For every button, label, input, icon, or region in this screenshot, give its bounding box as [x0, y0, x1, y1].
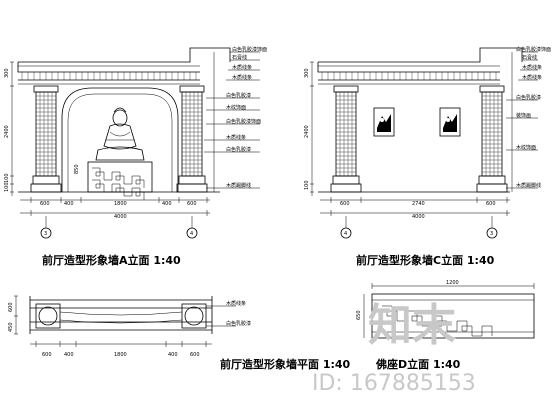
title-seat: 佛座D立面 1:40 — [375, 357, 461, 371]
dim-a-total: 4000 — [114, 214, 127, 220]
note-a-0: 白色乳胶漆饰面 — [232, 46, 267, 53]
painting-left — [373, 107, 395, 137]
axis-c-right: 3 — [490, 231, 493, 237]
note-c-5: 装饰画 — [516, 112, 531, 119]
note-a-2: 木质线条 — [232, 64, 252, 71]
note-a-6: 白色乳胶漆饰面 — [226, 118, 261, 125]
note-c-6: 木纹饰面 — [516, 144, 536, 151]
note-a-7: 木质线条 — [226, 134, 246, 141]
dim-a-bottom-2: 1800 — [114, 201, 127, 207]
left-column-c — [330, 85, 362, 193]
dim-a-left-3: 100 — [4, 182, 10, 192]
note-c-0: 白色乳胶漆饰面 — [516, 46, 551, 53]
seat-elevation-d: 1200 650 — [356, 280, 535, 339]
watermark-id: ID: 167885153 — [312, 371, 476, 396]
dim-c-left-0: 300 — [304, 68, 310, 78]
dim-c-left-1: 2400 — [304, 125, 310, 138]
dim-plan-3: 400 — [168, 352, 178, 358]
notes-c: 白色乳胶漆饰面 石膏线 木质线条 木质线条 白色乳胶漆 装饰画 木纹饰面 木质踢… — [506, 46, 551, 192]
watermark-brand: 知末 — [368, 300, 456, 351]
dim-c-total: 4000 — [412, 214, 425, 220]
axis-c-left: 4 — [344, 231, 347, 237]
title-plan: 前厅造型形象墙平面 1:40 — [220, 357, 351, 371]
right-column-a — [176, 85, 208, 193]
dim-plan-left-1: 450 — [8, 322, 14, 332]
note-c-7: 木质踢脚线 — [516, 182, 541, 189]
title-elevation-c: 前厅造型形象墙C立面 1:40 — [356, 253, 495, 267]
axis-a-right: 4 — [190, 231, 193, 237]
cornice-dentils-c — [321, 72, 497, 80]
dim-plan-0: 600 — [42, 352, 52, 358]
title-elevation-a: 前厅造型形象墙A立面 1:40 — [42, 253, 181, 267]
dim-plan-1: 400 — [64, 352, 74, 358]
note-a-1: 石膏线 — [232, 54, 247, 61]
dim-plan-left-0: 600 — [8, 302, 14, 312]
cornice-dentils-a — [21, 72, 197, 80]
elevation-a: 300 2400 100 100 850 600 400 1800 400 60… — [4, 46, 267, 239]
dim-a-bottom-3: 400 — [162, 201, 172, 207]
dim-c-bottom-0: 600 — [340, 201, 350, 207]
note-a-3: 木质线条 — [232, 74, 252, 81]
elevation-c: 300 2400 100 600 2740 600 4000 4 3 白色乳胶漆… — [304, 46, 551, 239]
dim-a-bottom-1: 400 — [64, 201, 74, 207]
dim-c-bottom-1: 2740 — [412, 201, 425, 207]
dim-a-bottom-4: 600 — [187, 201, 197, 207]
note-a-4: 白色乳胶漆 — [226, 92, 251, 99]
note-plan-0: 木质线条 — [226, 300, 246, 307]
statue-pedestal — [87, 161, 153, 200]
dim-seat-height: 650 — [356, 310, 362, 320]
note-a-9: 木质踢脚线 — [226, 182, 251, 189]
notes-a: 白色乳胶漆饰面 石膏线 木质线条 木质线条 白色乳胶漆 木纹饰面 白色乳胶漆饰面… — [204, 46, 267, 192]
plan-view: 600 450 600 400 1800 400 600 木质线条 白色乳胶漆 — [8, 295, 251, 358]
dim-a-inner: 850 — [74, 164, 80, 174]
painting-right — [439, 107, 461, 137]
dim-a-bottom-0: 600 — [40, 201, 50, 207]
dim-seat-width: 1200 — [446, 280, 459, 286]
left-column-a — [30, 85, 62, 193]
right-column-c — [476, 85, 508, 193]
note-c-2: 木质线条 — [522, 64, 542, 71]
axis-a-left: 3 — [44, 231, 47, 237]
dim-plan-4: 600 — [190, 352, 200, 358]
dim-c-left-2: 100 — [304, 180, 310, 190]
note-c-3: 木质线条 — [522, 74, 542, 81]
note-a-8: 白色乳胶漆 — [226, 146, 251, 153]
note-a-5: 木纹饰面 — [226, 104, 246, 111]
dim-a-left-2: 100 — [4, 173, 10, 183]
note-c-4: 白色乳胶漆 — [516, 94, 541, 101]
note-plan-1: 白色乳胶漆 — [226, 320, 251, 327]
note-c-1: 石膏线 — [522, 54, 537, 61]
dim-a-left-0: 300 — [4, 68, 10, 78]
dim-a-left-1: 2400 — [4, 125, 10, 138]
dim-c-bottom-2: 600 — [486, 201, 496, 207]
buddha-statue — [95, 107, 145, 161]
dim-plan-2: 1800 — [114, 352, 127, 358]
